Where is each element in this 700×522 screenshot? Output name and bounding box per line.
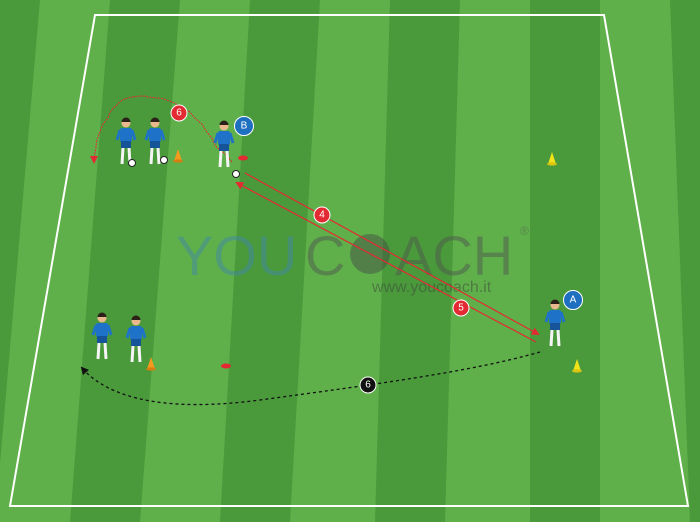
cone-icon <box>547 152 557 166</box>
disc-marker-icon <box>238 155 248 161</box>
ball-icon <box>128 159 136 167</box>
player-icon <box>213 120 235 168</box>
player-icon <box>115 117 137 165</box>
watermark-registered: ® <box>520 224 529 238</box>
svg-text:6: 6 <box>365 380 371 391</box>
player-icon <box>125 315 147 363</box>
watermark-ach: ACH <box>395 224 513 287</box>
player-icon <box>144 117 166 165</box>
field-boundary <box>8 14 690 507</box>
svg-text:6: 6 <box>176 108 182 119</box>
cone-icon <box>146 357 156 371</box>
dribble-arrow-6 <box>90 95 233 164</box>
badge-step-4: 4 <box>313 206 331 224</box>
disc-marker-icon <box>221 363 231 369</box>
watermark-you: YOU <box>176 224 297 287</box>
pass-arrow-4 <box>235 182 537 343</box>
watermark-c: C <box>305 224 345 287</box>
cone-icon <box>572 359 582 373</box>
watermark-url: www.youcoach.it <box>371 279 492 296</box>
ball-icon <box>160 156 168 164</box>
badge-player-a: A <box>563 290 583 310</box>
ball-icon <box>232 170 240 178</box>
badge-step-6-top: 6 <box>170 104 188 122</box>
svg-text:A: A <box>570 295 577 306</box>
svg-text:4: 4 <box>319 210 325 221</box>
cone-icon <box>173 149 183 163</box>
player-icon <box>91 312 113 360</box>
run-arrow-6 <box>80 351 541 406</box>
badge-step-6-bottom: 6 <box>359 376 377 394</box>
badge-step-5: 5 <box>452 299 470 317</box>
player-icon <box>544 299 566 347</box>
svg-text:5: 5 <box>458 303 464 314</box>
pass-arrow-5 <box>244 172 540 335</box>
svg-text:B: B <box>241 121 248 132</box>
badge-player-b: B <box>234 116 254 136</box>
